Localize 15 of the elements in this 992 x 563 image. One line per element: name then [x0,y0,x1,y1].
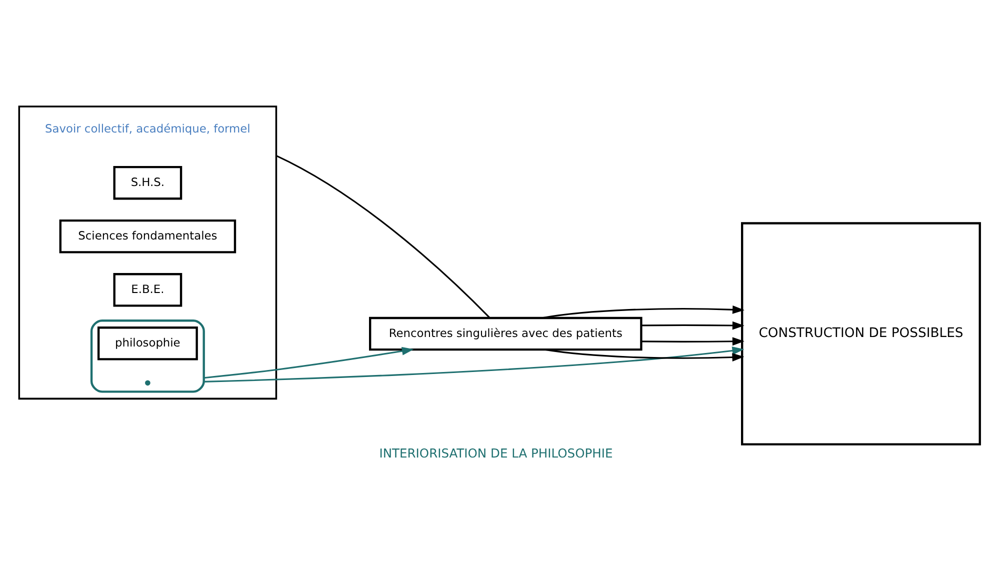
node-box: S.H.S. [113,165,182,200]
node-box: philosophie [97,326,198,360]
diagram-title: INTERIORISATION DE LA PHILOSOPHIE [379,446,613,460]
arrow [544,348,744,361]
node-box: Sciences fondamentales [59,218,236,253]
cluster [90,319,205,392]
arrow [542,304,744,318]
arrow [204,346,414,378]
node-box: E.B.E. [113,272,182,306]
arrow [204,346,744,382]
arrow [641,320,744,330]
node-box: CONSTRUCTION DE POSSIBLES [741,222,981,445]
arrow [641,336,744,346]
node-box: Rencontres singulières avec des patients [369,316,642,350]
connector [276,154,490,318]
